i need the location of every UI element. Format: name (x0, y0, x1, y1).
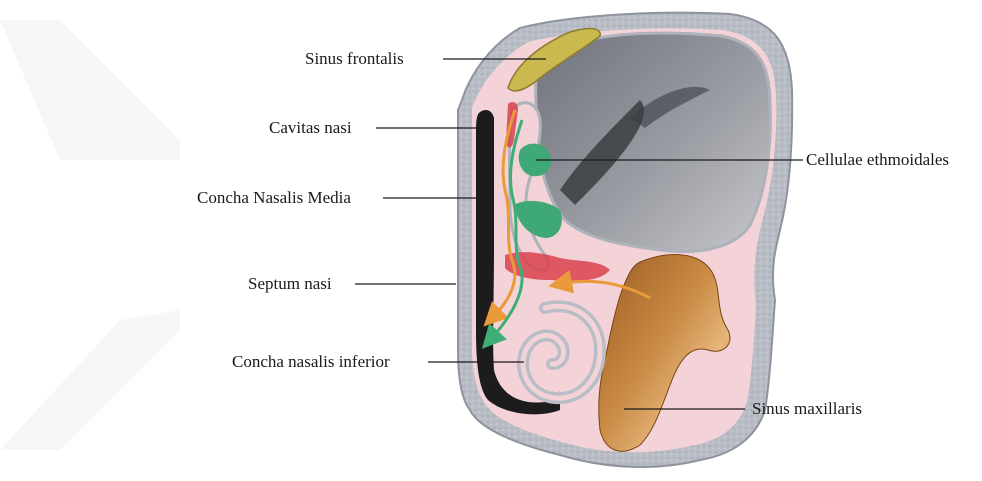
watermark-upper (0, 20, 180, 160)
label-sinus-frontalis: Sinus frontalis (305, 49, 404, 69)
label-septum-nasi: Septum nasi (248, 274, 332, 294)
watermark-lower (0, 310, 180, 450)
label-cavitas-nasi: Cavitas nasi (269, 118, 352, 138)
orbit (536, 33, 771, 251)
watermark-shape (0, 20, 180, 450)
label-sinus-maxillaris: Sinus maxillaris (752, 399, 862, 419)
label-concha-nasalis-inferior: Concha nasalis inferior (232, 352, 390, 372)
label-cellulae-ethmoidales: Cellulae ethmoidales (806, 150, 949, 170)
label-concha-nasalis-media: Concha Nasalis Media (197, 188, 351, 208)
